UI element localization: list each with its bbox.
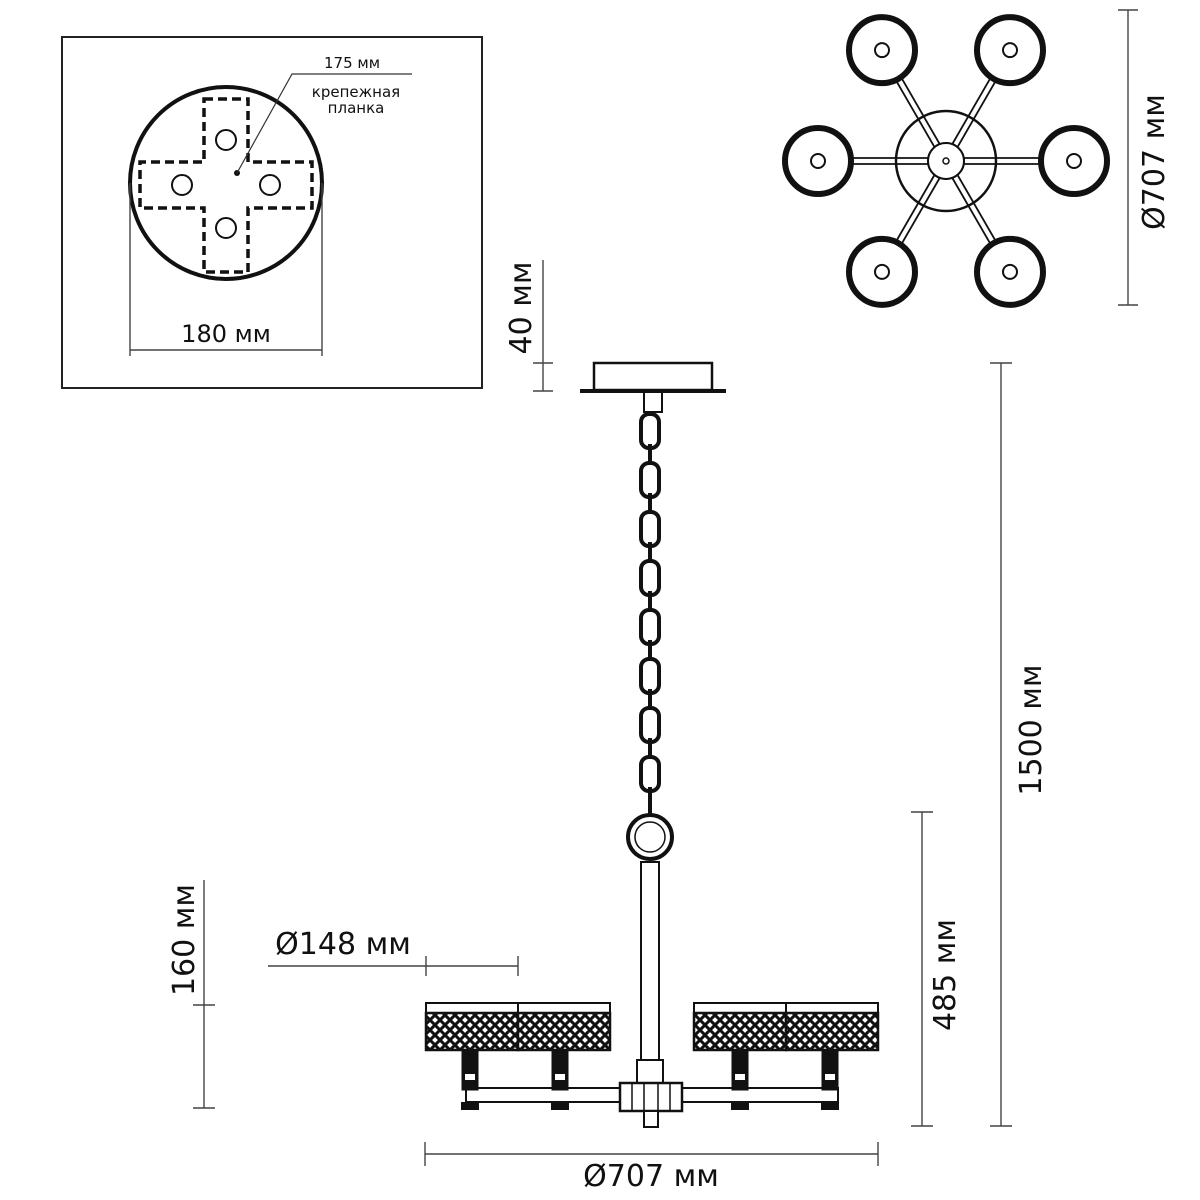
chain-link xyxy=(639,608,661,646)
lamp-holder xyxy=(551,1049,569,1091)
hanging-ring-inner xyxy=(634,821,666,853)
chain-link xyxy=(639,657,661,695)
plate-leader-line xyxy=(236,73,412,174)
hub-finial xyxy=(643,1110,659,1128)
lamp-holder-band xyxy=(825,1074,835,1080)
top-diameter-label: Ø707 мм xyxy=(1137,94,1172,230)
top-view: Ø707 мм xyxy=(782,9,1172,308)
inset-frame xyxy=(61,36,483,389)
arm-end-cap xyxy=(461,1102,479,1110)
arm-end-cap xyxy=(731,1102,749,1110)
top-shade-socket xyxy=(1002,42,1018,59)
plate-label-line1: крепежная xyxy=(312,83,400,101)
canopy-diameter-label: 180 мм xyxy=(181,320,271,348)
top-shade-socket xyxy=(1002,263,1018,280)
lattice-shade xyxy=(424,1011,520,1052)
hub-body xyxy=(618,1081,684,1113)
total-height-label: 1500 мм xyxy=(1014,664,1049,795)
chain-link xyxy=(639,461,661,499)
mounting-hole-bottom xyxy=(215,217,237,239)
chain-link xyxy=(639,706,661,744)
fixture-height-label: 485 мм xyxy=(928,919,963,1031)
top-shade-socket xyxy=(810,153,826,169)
canopy-height-label: 40 мм xyxy=(504,262,539,355)
shade-top-rim xyxy=(693,1002,787,1014)
overall-diameter-label: Ø707 мм xyxy=(583,1159,719,1194)
mounting-hole-top xyxy=(215,129,237,151)
shade-top-rim xyxy=(517,1002,611,1014)
lattice-shade xyxy=(692,1011,788,1052)
lamp-holder xyxy=(821,1049,839,1091)
shade-top-rim xyxy=(425,1002,519,1014)
lamp-holder-band xyxy=(735,1074,745,1080)
top-shades xyxy=(782,14,1110,308)
top-shade-socket xyxy=(1066,153,1082,169)
side-canopy xyxy=(592,361,714,392)
canopy-inset: 175 мм крепежная планка 180 мм xyxy=(61,36,483,389)
arm-end-cap xyxy=(821,1102,839,1110)
side-shades xyxy=(424,1002,880,1110)
mounting-hole-left xyxy=(171,174,193,196)
arm-end-cap xyxy=(551,1102,569,1110)
stem xyxy=(640,861,660,1063)
side-canopy-screw xyxy=(643,391,663,413)
lamp-holder-band xyxy=(465,1074,475,1080)
chain-link xyxy=(639,559,661,597)
top-hub-dot xyxy=(942,157,950,165)
lamp-holder xyxy=(461,1049,479,1091)
chain-link xyxy=(639,510,661,548)
side-view: 40 мм 1500 мм 485 мм 160 мм Ø148 мм Ø707… xyxy=(167,260,1049,1194)
top-shade-socket xyxy=(874,263,890,280)
plate-size-label: 175 мм xyxy=(324,54,380,72)
shade-diameter-label: Ø148 мм xyxy=(275,927,411,962)
lamp-holder-band xyxy=(555,1074,565,1080)
lattice-shade xyxy=(516,1011,612,1052)
canopy-circle xyxy=(128,85,324,281)
shade-top-rim xyxy=(785,1002,879,1014)
plate-label-line2: планка xyxy=(328,99,385,117)
chain xyxy=(639,412,661,815)
lamp-holder xyxy=(731,1049,749,1091)
mounting-hole-right xyxy=(259,174,281,196)
top-shade-socket xyxy=(874,42,890,59)
mounting-plate-outline xyxy=(138,97,314,274)
shade-height-label: 160 мм xyxy=(167,884,202,996)
stem-bottom-collar xyxy=(636,1059,664,1087)
lattice-shade xyxy=(784,1011,880,1052)
chain-link xyxy=(639,755,661,793)
chain-link xyxy=(639,412,661,450)
